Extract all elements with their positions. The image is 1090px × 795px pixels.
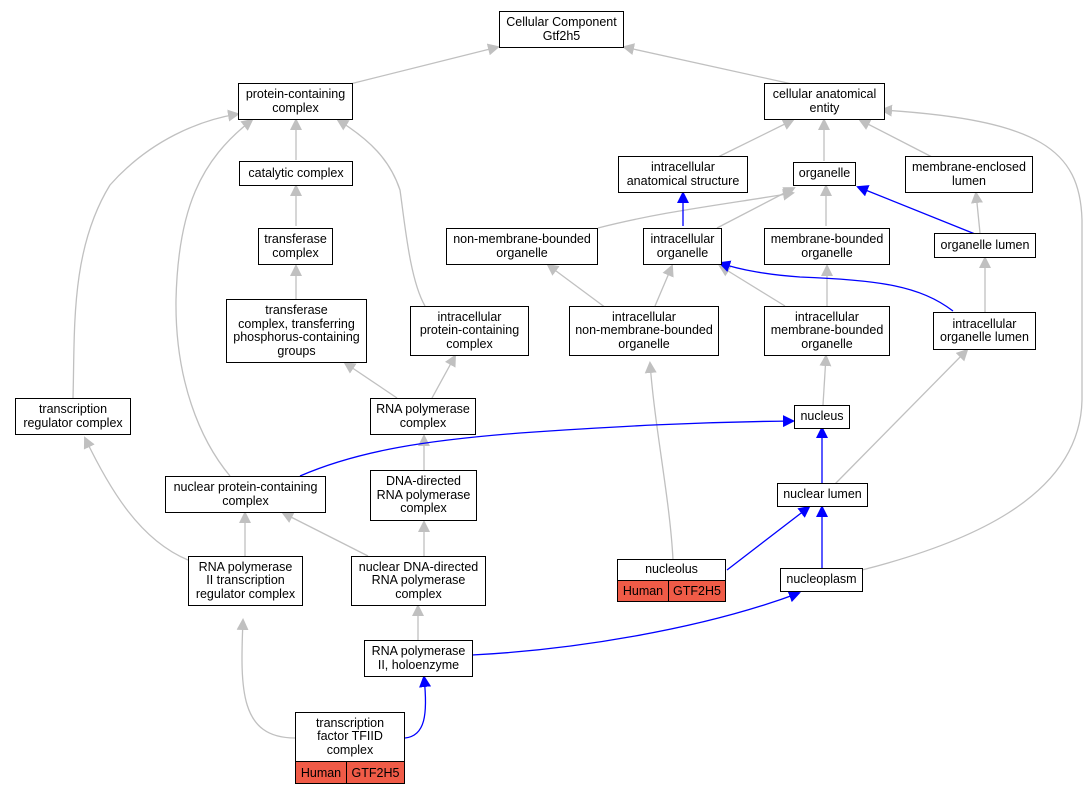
nucleolus-annotation: Human GTF2H5 bbox=[617, 580, 726, 602]
node-nuclear-lumen[interactable]: nuclear lumen bbox=[777, 483, 868, 507]
edge-tfiid-holo bbox=[404, 675, 432, 739]
edge-rnapc-ipcc bbox=[431, 354, 456, 399]
node-nuclear-protein-containing-complex[interactable]: nuclear protein-containing complex bbox=[165, 476, 326, 513]
node-rna-polymerase-ii-transcription-regulator-complex[interactable]: RNA polymerase II transcription regulato… bbox=[188, 556, 303, 606]
edge-olum-org bbox=[856, 185, 976, 235]
edge-nddrp-npcc bbox=[281, 512, 369, 557]
edge-tfiid-rp2trc bbox=[236, 618, 296, 739]
edge-nucleoplasm-cae bbox=[861, 104, 1083, 571]
gene-badge: GTF2H5 bbox=[346, 762, 404, 783]
species-badge: Human bbox=[618, 581, 668, 601]
node-cellular-component-root[interactable]: Cellular Component Gtf2h5 bbox=[499, 11, 624, 48]
node-dna-directed-rna-polymerase-complex[interactable]: DNA-directed RNA polymerase complex bbox=[370, 470, 477, 521]
node-catalytic-complex[interactable]: catalytic complex bbox=[239, 161, 353, 186]
node-membrane-enclosed-lumen[interactable]: membrane-enclosed lumen bbox=[905, 156, 1033, 193]
edge-rnapc-tfp bbox=[343, 361, 398, 399]
edge-cae-root bbox=[622, 43, 793, 85]
node-organelle-lumen[interactable]: organelle lumen bbox=[934, 233, 1036, 258]
node-nuclear-dna-directed-rna-polymerase-complex[interactable]: nuclear DNA-directed RNA polymerase comp… bbox=[351, 556, 486, 606]
edge-pcc-root bbox=[349, 43, 500, 85]
node-rna-polymerase-complex[interactable]: RNA polymerase complex bbox=[370, 398, 476, 435]
edge-npcc-pcc bbox=[175, 118, 254, 477]
edge-nuc-imbo bbox=[819, 354, 832, 406]
edge-npcc-nuc bbox=[299, 415, 795, 477]
node-intracellular-protein-containing-complex[interactable]: intracellular protein-containing complex bbox=[410, 306, 529, 356]
node-intracellular-anatomical-structure[interactable]: intracellular anatomical structure bbox=[618, 156, 748, 193]
species-badge: Human bbox=[296, 762, 346, 783]
node-membrane-bounded-organelle[interactable]: membrane-bounded organelle bbox=[764, 228, 890, 265]
edge-imbo-io bbox=[718, 264, 786, 307]
node-intracellular-organelle[interactable]: intracellular organelle bbox=[643, 228, 722, 265]
node-transcription-factor-tfiid-complex[interactable]: transcription factor TFIID complex bbox=[295, 712, 405, 762]
edge-mel-cae bbox=[858, 119, 933, 158]
edge-rp2trc-trc bbox=[83, 436, 189, 561]
node-non-membrane-bounded-organelle[interactable]: non-membrane-bounded organelle bbox=[446, 228, 598, 265]
node-nucleolus[interactable]: nucleolus bbox=[617, 559, 726, 581]
node-transferase-complex-transferring-phosphorus[interactable]: transferase complex, transferring phosph… bbox=[226, 299, 367, 363]
edge-holo-nucleoplasm bbox=[471, 590, 801, 656]
node-intracellular-membrane-bounded-organelle[interactable]: intracellular membrane-bounded organelle bbox=[764, 306, 890, 356]
node-nucleoplasm[interactable]: nucleoplasm bbox=[780, 568, 863, 592]
edge-inmbo-io bbox=[654, 264, 674, 307]
node-cellular-anatomical-entity[interactable]: cellular anatomical entity bbox=[764, 83, 885, 120]
edge-nmbo-org bbox=[597, 188, 795, 229]
tfiid-annotation: Human GTF2H5 bbox=[295, 761, 405, 784]
edge-ipcc-pcc bbox=[336, 118, 426, 307]
edge-nucleolus-inmbo bbox=[644, 361, 674, 561]
edge-ias-cae bbox=[717, 119, 795, 158]
node-intracellular-non-membrane-bounded-organelle[interactable]: intracellular non-membrane-bounded organ… bbox=[569, 306, 719, 356]
edge-trc-pcc bbox=[72, 109, 240, 399]
node-intracellular-organelle-lumen[interactable]: intracellular organelle lumen bbox=[933, 312, 1036, 350]
node-organelle[interactable]: organelle bbox=[793, 162, 856, 186]
edge-io-org bbox=[716, 187, 796, 229]
gene-badge: GTF2H5 bbox=[668, 581, 725, 601]
edge-nucleolus-nlum bbox=[726, 505, 811, 571]
node-transferase-complex[interactable]: transferase complex bbox=[258, 228, 333, 265]
edge-nlum-iol bbox=[834, 348, 969, 485]
edge-olum-mel bbox=[971, 191, 983, 234]
node-transcription-regulator-complex[interactable]: transcription regulator complex bbox=[15, 398, 131, 435]
node-rna-polymerase-ii-holoenzyme[interactable]: RNA polymerase II, holoenzyme bbox=[364, 640, 473, 677]
edge-inmbo-nmbo bbox=[546, 263, 607, 309]
edge-iol-io bbox=[718, 260, 954, 312]
node-nucleus[interactable]: nucleus bbox=[794, 405, 850, 429]
node-protein-containing-complex[interactable]: protein-containing complex bbox=[238, 83, 353, 120]
